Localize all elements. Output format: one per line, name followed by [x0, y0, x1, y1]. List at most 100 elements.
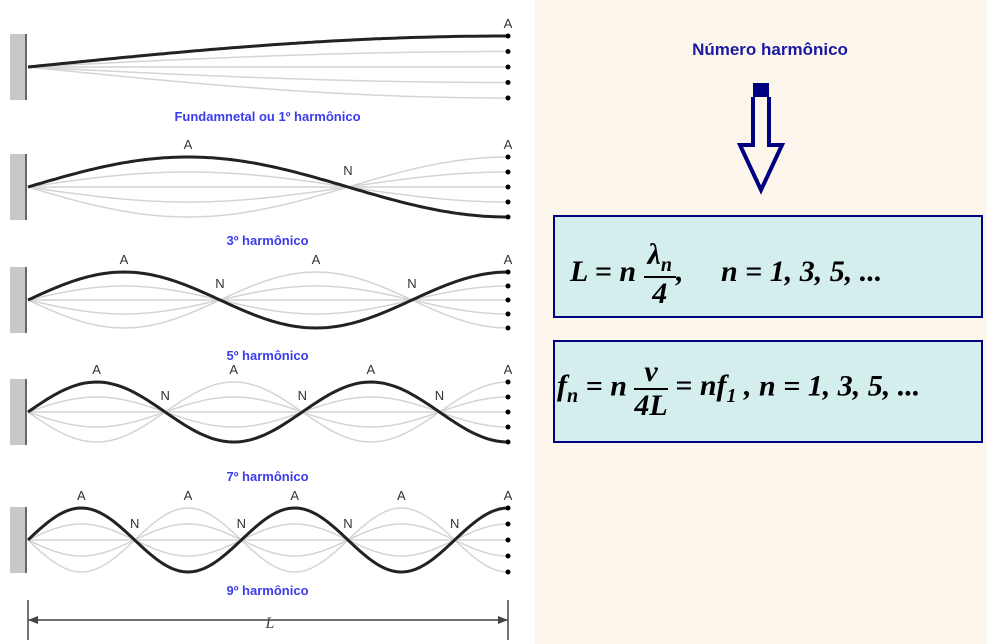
node-label: N: [160, 388, 169, 403]
antinode-label: A: [77, 488, 86, 503]
node-label: N: [407, 276, 416, 291]
wall-3: [10, 154, 26, 220]
down-arrow-icon: [736, 83, 786, 195]
antinode-label: A: [290, 488, 299, 503]
end-dot-3: [505, 169, 511, 175]
wave-ghost-7: [27, 396, 509, 428]
node-label: N: [343, 516, 352, 531]
node-label: N: [215, 276, 224, 291]
end-dot-1: [505, 33, 511, 39]
antinode-label: A: [397, 488, 406, 503]
wave-ghost-5: [27, 285, 508, 315]
length-arrow-right: [498, 616, 508, 624]
caption-harmonic-9: 9º harmônico: [226, 583, 309, 598]
antinode-label: A: [312, 252, 321, 267]
caption-harmonic-3: 3º harmônico: [226, 233, 309, 248]
caption-harmonic-7: 7º harmônico: [226, 469, 309, 484]
end-dot-7: [505, 424, 511, 430]
wall-5: [10, 267, 26, 333]
wave-ghost-5: [27, 285, 508, 315]
harmonic-number-title: Número harmônico: [692, 40, 848, 59]
end-dot-5: [505, 269, 511, 275]
f1-lambda: λ: [647, 238, 661, 271]
f1-lhs: L: [570, 255, 588, 289]
end-dot-1: [505, 95, 511, 101]
end-dot-5: [505, 325, 511, 331]
wave-ghost-3: [27, 156, 508, 218]
end-dot-9: [505, 553, 511, 559]
f2-eq: =: [585, 369, 603, 403]
wave-ghost-7: [27, 381, 509, 443]
wall-7: [10, 379, 26, 445]
f2-n: n: [610, 369, 627, 403]
antinode-label: A: [120, 252, 129, 267]
end-dot-5: [505, 311, 511, 317]
f1-den: 4: [652, 277, 668, 310]
wave-ghost-1: [27, 66, 508, 84]
node-label: N: [343, 163, 352, 178]
end-dot-9: [505, 537, 511, 543]
f1-lambda-sub: n: [660, 254, 672, 276]
node-label: N: [298, 388, 307, 403]
antinode-label: A: [229, 362, 238, 377]
end-dot-1: [505, 80, 511, 85]
antinode-label: A: [504, 16, 513, 31]
wave-ghost-7: [27, 396, 509, 428]
end-dot-3: [505, 199, 511, 205]
node-label: N: [130, 516, 139, 531]
end-dot-1: [505, 64, 511, 70]
wave-string-9: [26, 506, 509, 574]
end-dot-7: [505, 379, 511, 385]
antinode-label: A: [504, 252, 513, 267]
caption-harmonic-5: 5º harmônico: [226, 348, 309, 363]
f2-f: fn: [557, 369, 579, 408]
antinode-label: A: [504, 137, 513, 152]
wall-1: [10, 34, 26, 100]
f2-condition: , n = 1, 3, 5, ...: [744, 369, 921, 403]
wave-string-3: [27, 155, 508, 219]
wave-string-1: [27, 34, 508, 69]
wave-ghost-9: [27, 523, 509, 557]
node-label: N: [450, 516, 459, 531]
end-dot-3: [505, 214, 511, 220]
node-label: N: [435, 388, 444, 403]
end-dot-3: [505, 154, 511, 160]
length-label: L: [265, 615, 275, 632]
caption-harmonic-1: Fundamnetal ou 1º harmônico: [174, 109, 361, 124]
end-dot-3: [505, 184, 511, 190]
wave-ghost-9: [27, 507, 509, 573]
node-label: N: [237, 516, 246, 531]
end-dot-9: [505, 521, 511, 527]
end-dot-9: [505, 569, 511, 575]
f2-num: v: [634, 356, 668, 390]
antinode-label: A: [367, 362, 376, 377]
wave-ghost-1: [27, 66, 508, 99]
f1-eq: =: [594, 255, 612, 289]
length-arrow-left: [28, 616, 38, 624]
f1-condition: n = 1, 3, 5, ...: [720, 255, 883, 289]
f1-comma: ,: [675, 255, 684, 289]
wave-ghost-1: [27, 50, 508, 68]
f1-n: n: [619, 255, 637, 289]
end-dot-5: [505, 297, 511, 303]
antinode-label: A: [184, 137, 193, 152]
end-dot-7: [505, 394, 511, 400]
wave-string-7: [27, 380, 509, 444]
end-dot-7: [505, 439, 511, 445]
antinode-label: A: [504, 488, 513, 503]
end-dot-1: [505, 49, 511, 54]
wave-ghost-9: [27, 523, 509, 557]
wave-string-5: [27, 270, 509, 330]
end-dot-5: [505, 283, 511, 289]
wall-9: [10, 507, 26, 573]
f2-den: 4L: [634, 388, 668, 422]
end-dot-9: [505, 505, 511, 511]
wave-ghost-5: [27, 271, 509, 329]
wave-ghost-3: [27, 171, 508, 203]
antinode-label: A: [92, 362, 101, 377]
